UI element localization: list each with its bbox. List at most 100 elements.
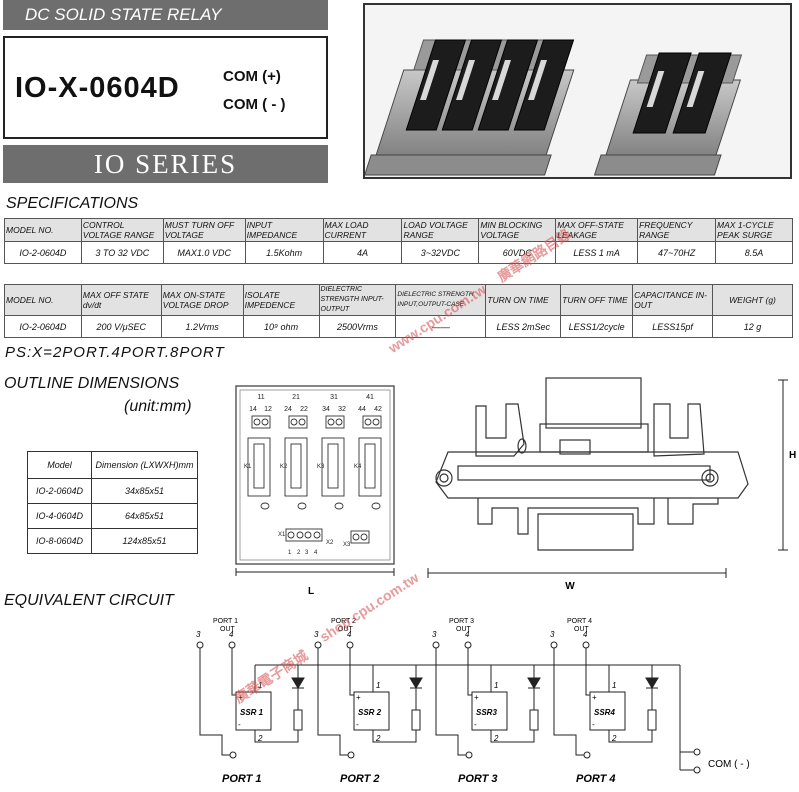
terminal-number: 44 [358,406,366,413]
com-minus-terminal-label: COM ( - ) [708,759,750,770]
header-cell: WEIGHT (g) [712,284,793,316]
header-cell: MAX LOAD CURRENT [322,218,403,242]
terminal-number: 31 [330,394,338,401]
spec-table-1-header: MODEL NO. CONTROL VOLTAGE RANGE MUST TUR… [4,218,793,242]
equivalent-circuit-heading: EQUIVALENT CIRCUIT [4,592,174,609]
com-minus-label: COM ( - ) [223,96,286,113]
specifications-heading: SPECIFICATIONS [6,195,139,212]
data-cell: 3~32VDC [401,241,480,264]
port-4-circuit: PORT 4 OUT 3 4 1 + SSR4 - 2 PORT 4 [550,618,659,785]
two-port-module [593,52,743,176]
header-cell: MAX OFF-STATE LEAKAGE [555,218,639,242]
data-cell: LESS15pf [632,315,714,338]
header-cell: Model [27,451,92,479]
terminal-number: 24 [284,406,292,413]
terminal-number: 41 [366,394,374,401]
data-cell: LESS1/2cycle [560,315,634,338]
terminal-number: 42 [374,406,382,413]
plus-sign: + [238,693,243,702]
port-3-circuit: PORT 3 OUT 3 4 1 + SSR3 - 2 PORT 3 [432,618,541,785]
plus-sign: + [474,693,479,702]
table-row: IO-2-0604D 200 V/μSEC 1.2Vrms 10⁹ ohm 25… [4,315,793,338]
input-pin-number: 2 [297,550,301,556]
relay-label: K2 [280,464,288,470]
port-bottom-label: PORT 2 [340,773,380,785]
pin-number: 4 [465,630,470,639]
product-photo [363,3,792,179]
header-cell: MAX ON-STATE VOLTAGE DROP [160,284,244,316]
four-port-module [365,39,575,176]
data-cell: 34x85x51 [91,478,198,504]
ssr-pin: 1 [258,681,262,690]
port-bottom-label: PORT 4 [576,773,616,785]
pin-number: 3 [314,630,319,639]
terminal-number: 22 [300,406,308,413]
dimension-table-header: Model Dimension (LXWXH)mm [27,451,198,479]
data-cell: MAX1.0 VDC [162,241,246,264]
data-cell: 4A [322,241,403,264]
data-cell: 2500Vrms [318,315,397,338]
terminal-number: 14 [249,406,257,413]
data-cell: 10⁹ ohm [242,315,320,338]
header-cell: FREQUENCY RANGE [637,218,717,242]
out-label: OUT [574,626,590,633]
spec-table-2: MODEL NO. MAX OFF STATE dv/dt MAX ON-STA… [4,284,793,338]
pin-number: 3 [550,630,555,639]
data-cell: 64x85x51 [91,503,198,529]
data-cell: 47~70HZ [637,241,717,264]
ssr-pin: 2 [375,734,381,743]
minus-sign: - [592,720,595,729]
data-cell: IO-2-0604D [4,241,82,264]
port-variants-note: PS:X=2PORT.4PORT.8PORT [5,344,225,361]
minus-sign: - [238,720,241,729]
pin-number: 4 [347,630,352,639]
series-banner: IO SERIES [3,145,328,183]
data-cell: 1.2Vrms [160,315,244,338]
relay-label: K4 [354,464,362,470]
plus-sign: + [356,693,361,702]
length-label: L [308,586,314,597]
model-number: IO-X-0604D [15,72,180,104]
header-cell: Dimension (LXWXH)mm [91,451,198,479]
unit-label: (unit:mm) [124,398,192,415]
data-cell: IO-4-0604D [27,503,92,529]
data-cell: —— [395,315,487,338]
relay-module-illustration [365,39,743,176]
header-cell: MIN BLOCKING VOLTAGE [478,218,557,242]
connector-label: X1 [278,532,286,538]
port-1-circuit: PORT 1 OUT 3 4 1 + SSR 1 - 2 PORT 1 [196,618,305,785]
ssr-pin: 1 [612,681,616,690]
terminal-number: 21 [292,394,300,401]
input-pin-number: 1 [288,550,292,556]
minus-sign: - [356,720,359,729]
port-bottom-label: PORT 1 [222,773,262,785]
data-cell: 8.5A [715,241,793,264]
data-cell: 12 g [712,315,793,338]
terminal-number: 12 [264,406,272,413]
header-cell: MODEL NO. [4,218,82,242]
out-label: OUT [456,626,472,633]
ssr-pin: 2 [611,734,617,743]
connector-label: X2 [326,540,334,546]
data-cell: 3 TO 32 VDC [80,241,164,264]
terminal-number: 32 [338,406,346,413]
model-box: IO-X-0604D COM (+) COM ( - ) [3,36,328,139]
pin-number: 3 [196,630,201,639]
header-cell: DIELECTRIC STRENGTH INPUT-OUTPUT [318,284,397,316]
relay-label: K3 [317,464,325,470]
data-cell: LESS 1 mA [555,241,639,264]
data-cell: 1.5Kohm [244,241,324,264]
port-label: PORT 1 [213,618,238,625]
ssr-pin: 1 [494,681,498,690]
plus-sign: + [592,693,597,702]
data-cell: IO-8-0604D [27,528,92,554]
table-row: IO-2-0604D 3 TO 32 VDC MAX1.0 VDC 1.5Koh… [4,241,793,264]
com-plus-label: COM (+) [223,68,281,85]
side-view-drawing: H W [427,377,796,592]
header-cell: TURN ON TIME [485,284,562,316]
out-label: OUT [338,626,354,633]
spec-table-2-header: MODEL NO. MAX OFF STATE dv/dt MAX ON-STA… [4,284,793,316]
